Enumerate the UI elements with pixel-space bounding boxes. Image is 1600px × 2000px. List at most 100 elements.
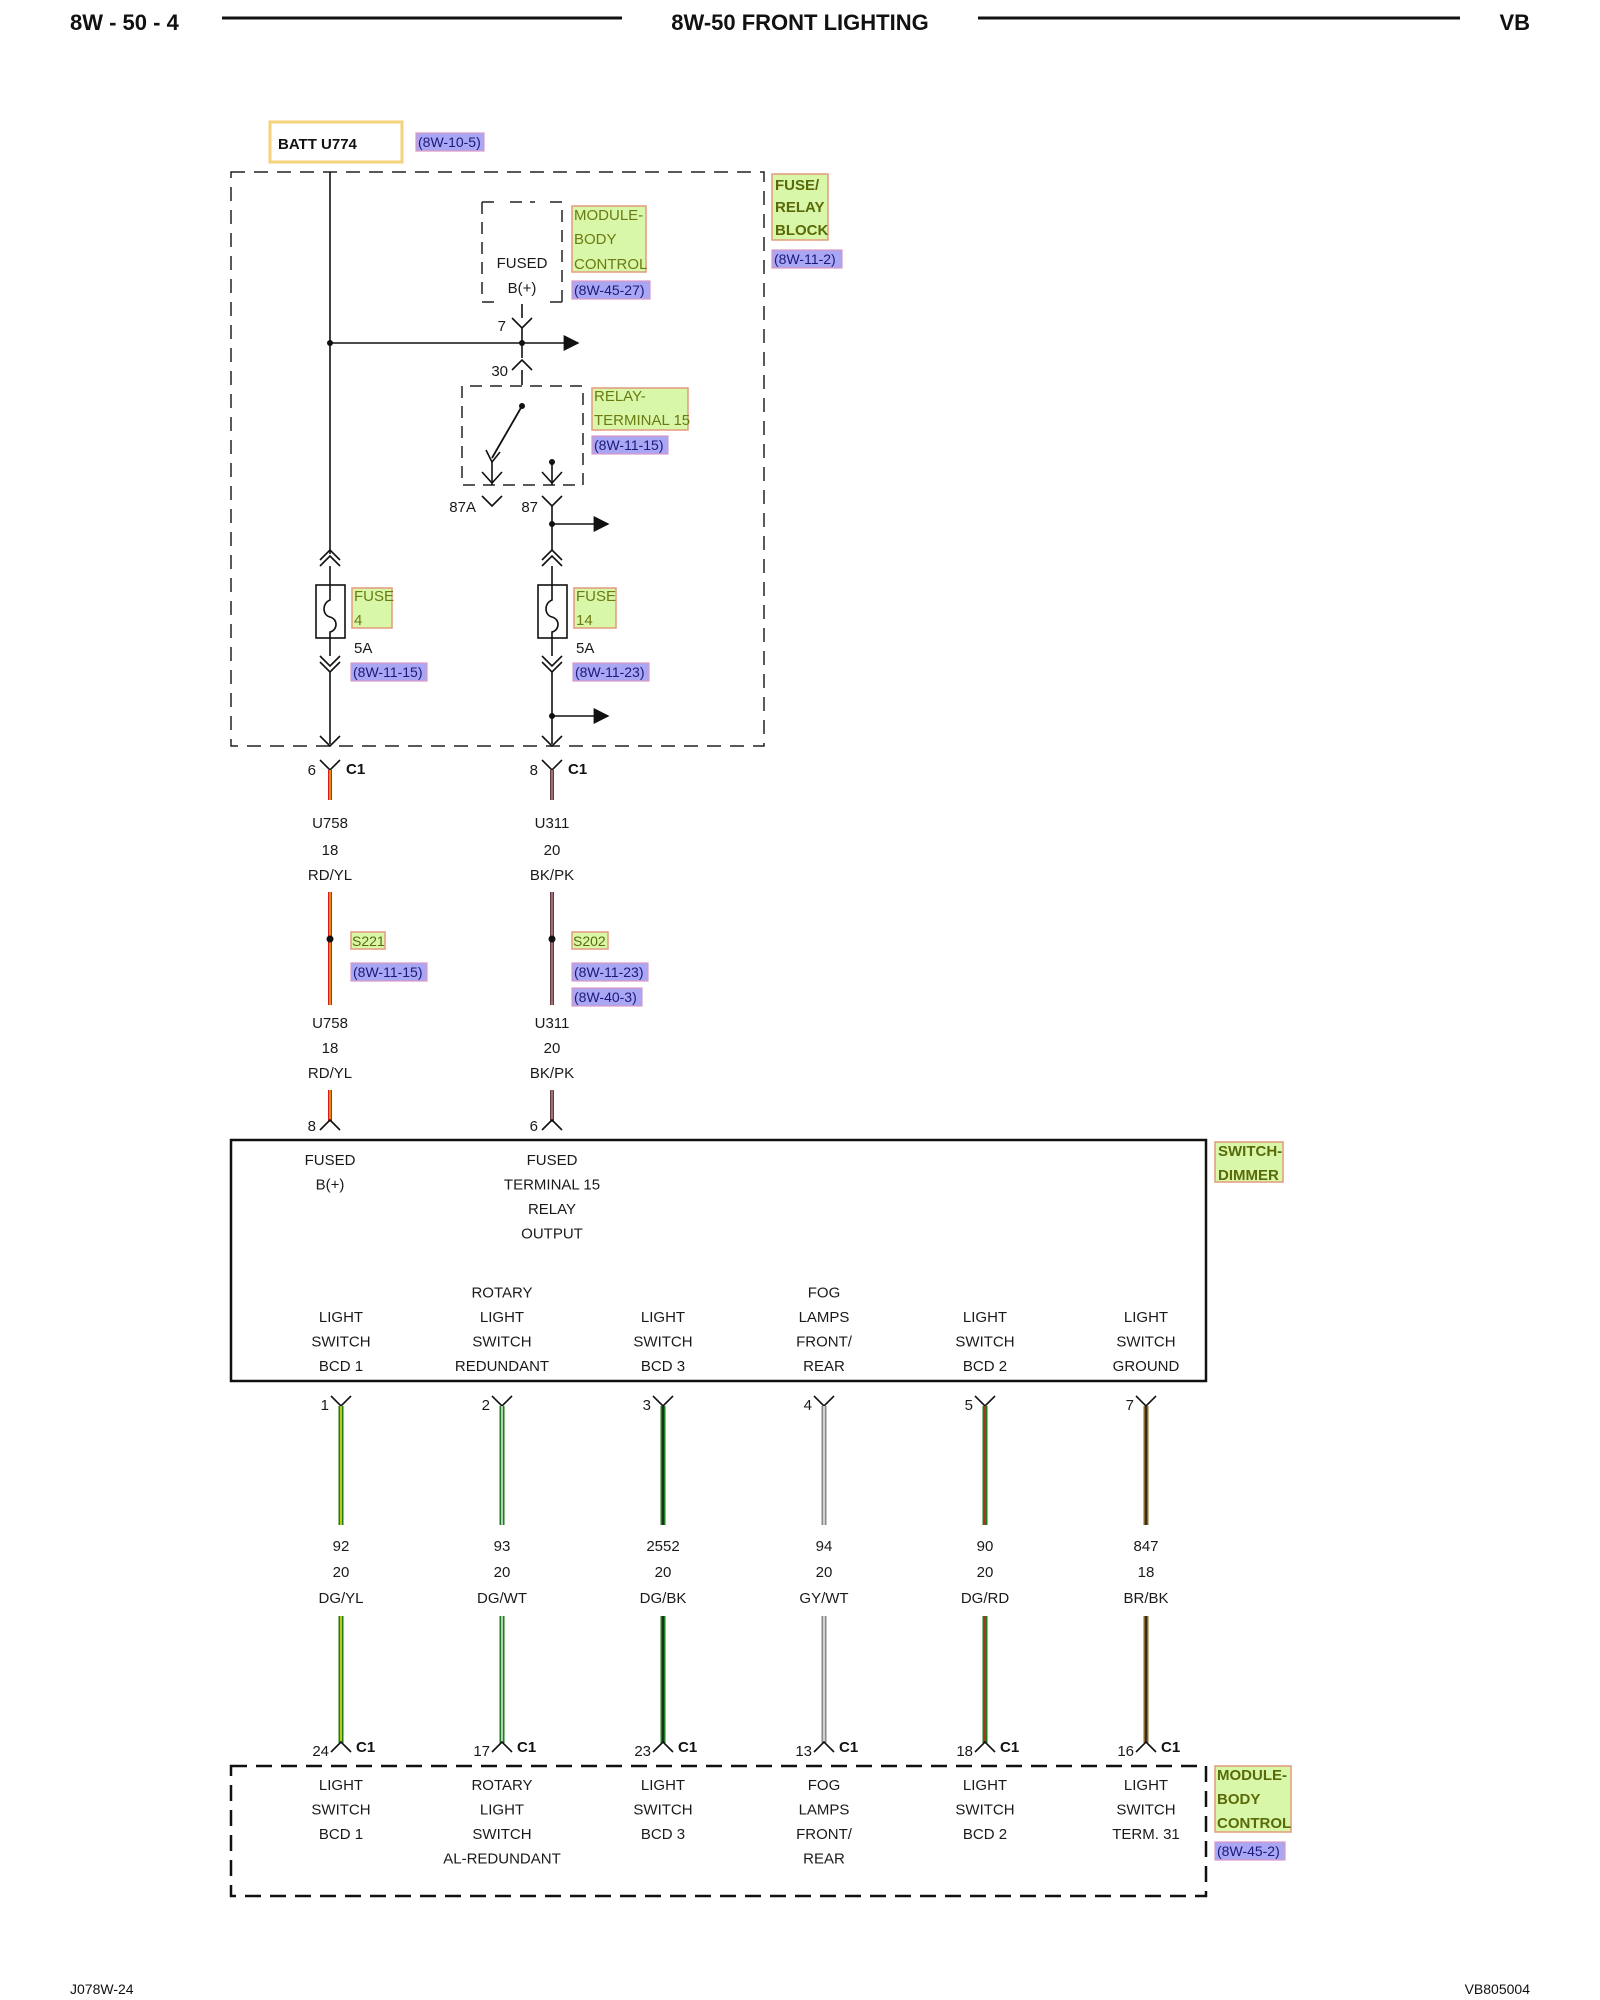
u758-circuit: U758 [312, 815, 348, 832]
mbc-input-2-line-2: BCD 3 [641, 1826, 685, 1843]
dimmer-input-0-line-1: B(+) [316, 1177, 345, 1194]
mbc-label-1: MODULE- [1217, 1767, 1287, 1784]
fuse14-ref: (8W-11-23) [575, 664, 645, 680]
lower-wire-4-circuit: 90 [977, 1538, 994, 1555]
lower-wire-2-bottom-pin: 23 [634, 1743, 651, 1760]
u311-top-conn: C1 [568, 761, 587, 778]
lower-wire-4-gauge: 20 [977, 1564, 994, 1581]
footer-left: J078W-24 [70, 1981, 134, 1997]
mbc-input-4-line-1: SWITCH [955, 1802, 1014, 1819]
batt-label: BATT U774 [278, 136, 358, 153]
lower-wire-1-circuit: 93 [494, 1538, 511, 1555]
s202-ref-1: (8W-11-23) [574, 964, 644, 980]
bcm-label-1: MODULE- [574, 207, 643, 224]
mbc-input-2-line-1: SWITCH [633, 1802, 692, 1819]
module-body-control: MODULE- BODY CONTROL (8W-45-2) LIGHTSWIT… [229, 1764, 1292, 1898]
mbc-input-0-line-1: SWITCH [311, 1802, 370, 1819]
vehicle-code: VB [1499, 10, 1530, 35]
fuse14-label-2: 14 [576, 612, 593, 629]
lower-wire-4-color: DG/RD [961, 1590, 1010, 1607]
lower-wire-2-top-pin: 3 [643, 1397, 651, 1414]
dimmer-output-4-line-1: SWITCH [955, 1334, 1014, 1351]
u758-circuit-2: U758 [312, 1015, 348, 1032]
lower-wire-0-circuit: 92 [333, 1538, 350, 1555]
dimmer-input-1-line-2: RELAY [528, 1201, 576, 1218]
u758-color: RD/YL [308, 867, 352, 884]
frb-label-1: FUSE/ [775, 177, 820, 194]
fuse14-rating: 5A [576, 640, 594, 657]
lower-wire-3-color: GY/WT [799, 1590, 848, 1607]
fuse-relay-block: FUSE/ RELAY BLOCK (8W-11-2) [230, 171, 843, 747]
u758-top-conn: C1 [346, 761, 365, 778]
s202-ref-2: (8W-40-3) [574, 989, 637, 1005]
relay-pin-30: 30 [491, 363, 508, 380]
mbc-input-1-line-2: SWITCH [472, 1826, 531, 1843]
mbc-input-0-line-0: LIGHT [319, 1777, 363, 1794]
mbc-input-1-line-3: AL-REDUNDANT [443, 1851, 561, 1868]
bcm-pin-7: 7 [498, 318, 506, 335]
dimmer-input-0-line-0: FUSED [305, 1152, 356, 1169]
lower-wire-4-bottom-pin: 18 [956, 1743, 973, 1760]
relay-pin-87a: 87A [449, 499, 476, 516]
footer-right: VB805004 [1465, 1981, 1531, 1997]
lower-wire-2-gauge: 20 [655, 1564, 672, 1581]
lower-wire-3-bottom-conn: C1 [839, 1739, 858, 1756]
frb-label-2: RELAY [775, 199, 824, 216]
dimmer-output-5-line-1: SWITCH [1116, 1334, 1175, 1351]
lower-wire-1-bottom-conn: C1 [517, 1739, 536, 1756]
mbc-input-4-line-0: LIGHT [963, 1777, 1007, 1794]
mbc-label-2: BODY [1217, 1791, 1260, 1808]
bcm-fused-source: FUSED B(+) MODULE- BODY CONTROL (8W-45-2… [481, 201, 651, 335]
dimmer-output-1-line-1: LIGHT [480, 1309, 524, 1326]
u758-top-pin: 6 [308, 762, 316, 779]
dimmer-input-1-line-1: TERMINAL 15 [504, 1177, 600, 1194]
dimmer-label-1: SWITCH- [1218, 1143, 1282, 1160]
lower-wire-2-bottom-conn: C1 [678, 1739, 697, 1756]
mbc-input-0-line-2: BCD 1 [319, 1826, 363, 1843]
u311-bottom-pin: 6 [530, 1118, 538, 1135]
mbc-input-3-line-1: LAMPS [799, 1802, 850, 1819]
u758-gauge-2: 18 [322, 1040, 339, 1057]
dimmer-output-0-line-0: LIGHT [319, 1309, 363, 1326]
mbc-label-3: CONTROL [1217, 1815, 1291, 1832]
dimmer-output-3-line-0: FOG [808, 1285, 841, 1302]
s221-label: S221 [352, 933, 385, 949]
dimmer-output-1-line-2: SWITCH [472, 1334, 531, 1351]
lower-wire-5-bottom-pin: 16 [1117, 1743, 1134, 1760]
lower-wire-2-color: DG/BK [640, 1590, 687, 1607]
dimmer-output-1-line-3: REDUNDANT [455, 1358, 549, 1375]
u758-bottom-pin: 8 [308, 1118, 316, 1135]
relay-feed: 30 [491, 304, 533, 385]
lower-wire-2-circuit: 2552 [646, 1538, 679, 1555]
dimmer-output-5-line-2: GROUND [1113, 1358, 1180, 1375]
mbc-input-3-line-3: REAR [803, 1851, 845, 1868]
lower-wire-5-color: BR/BK [1123, 1590, 1168, 1607]
u311-color: BK/PK [530, 867, 574, 884]
bcm-label-3: CONTROL [574, 256, 647, 273]
bcm-label-2: BODY [574, 231, 617, 248]
lower-wire-5-gauge: 18 [1138, 1564, 1155, 1581]
batt-source: BATT U774 (8W-10-5) [268, 120, 485, 164]
bcm-inner-1: FUSED [497, 255, 548, 272]
u311-circuit-2: U311 [535, 1015, 570, 1032]
u311-top-pin: 8 [530, 762, 538, 779]
dimmer-output-2-line-2: BCD 3 [641, 1358, 685, 1375]
lower-wire-5-circuit: 847 [1133, 1538, 1158, 1555]
mbc-input-5-line-0: LIGHT [1124, 1777, 1168, 1794]
frb-label-3: BLOCK [775, 222, 828, 239]
lower-wire-1-gauge: 20 [494, 1564, 511, 1581]
mbc-input-1-line-1: LIGHT [480, 1802, 524, 1819]
fuse4-rating: 5A [354, 640, 372, 657]
dimmer-input-1-line-3: OUTPUT [521, 1226, 583, 1243]
lower-wire-3-bottom-pin: 13 [795, 1743, 812, 1760]
fuse4-label-2: 4 [354, 612, 362, 629]
page-number: 8W - 50 - 4 [70, 10, 180, 35]
